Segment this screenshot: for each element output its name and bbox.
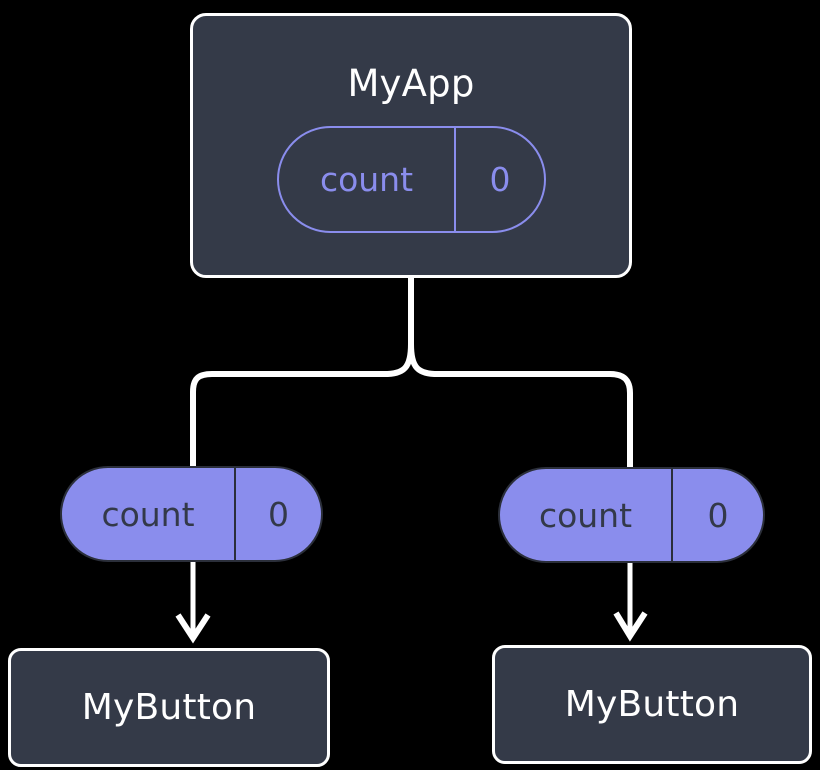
state-pill-root-value: 0 (454, 128, 544, 231)
root-component-label: MyApp (347, 62, 475, 105)
component-node-child-right[interactable]: MyButton (492, 645, 812, 764)
arrowhead-left (175, 613, 211, 644)
state-pill-root-key: count (319, 160, 414, 199)
child-left-component-label: MyButton (81, 686, 257, 728)
component-node-root[interactable]: MyApp (190, 13, 632, 278)
connector-fork-left (190, 343, 414, 468)
state-pill-child-right-value: 0 (671, 469, 763, 561)
state-pill-child-left-value: 0 (234, 468, 321, 560)
state-pill-child-left[interactable]: count 0 (60, 466, 323, 562)
child-right-component-label: MyButton (564, 683, 740, 725)
state-pill-root[interactable]: count 0 (277, 126, 546, 233)
component-node-child-left[interactable]: MyButton (8, 648, 330, 767)
arrowhead-right (613, 611, 648, 642)
state-pill-child-right[interactable]: count 0 (498, 467, 765, 563)
state-pill-child-right-key: count (538, 495, 633, 535)
connector-fork-right (408, 343, 633, 468)
state-pill-child-left-key: count (101, 494, 195, 534)
